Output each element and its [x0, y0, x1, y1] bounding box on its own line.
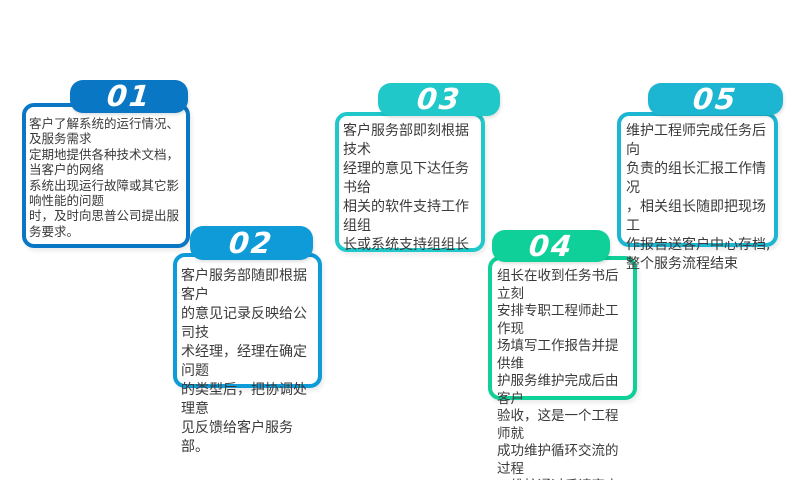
step-5-number-badge: 05 — [648, 81, 783, 116]
step-4-description: 组长在收到任务书后立刻 安排专职工程师赴工作现 场填写工作报告并提供维 护服务维… — [497, 268, 619, 480]
step-1-number-badge: 01 — [70, 79, 188, 113]
step-5-description: 维护工程师完成任务后向 负责的组长汇报工作情况 ，相关组长随即把现场工 作报告送… — [626, 123, 771, 272]
step-2-number-badge: 02 — [190, 226, 313, 260]
step-card-3: 03 客户服务部即刻根据技术 经理的意见下达任务书给 相关的软件支持工作组组 长… — [335, 82, 500, 253]
step-card-5: 05 维护工程师完成任务后向 负责的组长汇报工作情况 ，相关组长随即把现场工 作… — [617, 82, 783, 272]
step-2-description: 客户服务部随即根据客户 的意见记录反映给公司技 术经理，经理在确定问题 的类型后… — [181, 268, 307, 455]
step-card-2: 02 客户服务部随即根据客户 的意见记录反映给公司技 术经理，经理在确定问题 的… — [173, 226, 322, 455]
step-5-number: 05 — [691, 81, 740, 116]
step-3-number-badge: 03 — [378, 82, 500, 116]
step-1-description: 客户了解系统的运行情况、 及服务需求 定期地提供各种技术文档， 当客户的网络 系… — [29, 116, 180, 239]
step-4-number-badge: 04 — [492, 228, 610, 263]
step-4-number: 04 — [527, 228, 576, 263]
step-card-4: 04 组长在收到任务书后立刻 安排专职工程师赴工作现 场填写工作报告并提供维 护… — [488, 229, 637, 480]
step-1-number: 01 — [105, 79, 154, 113]
step-2-number: 02 — [227, 225, 276, 260]
step-3-description: 客户服务部即刻根据技术 经理的意见下达任务书给 相关的软件支持工作组组 长或系统… — [343, 123, 469, 253]
step-card-1: 01 客户了解系统的运行情况、 及服务需求 定期地提供各种技术文档， 当客户的网… — [22, 79, 190, 248]
step-3-number: 03 — [415, 82, 464, 116]
